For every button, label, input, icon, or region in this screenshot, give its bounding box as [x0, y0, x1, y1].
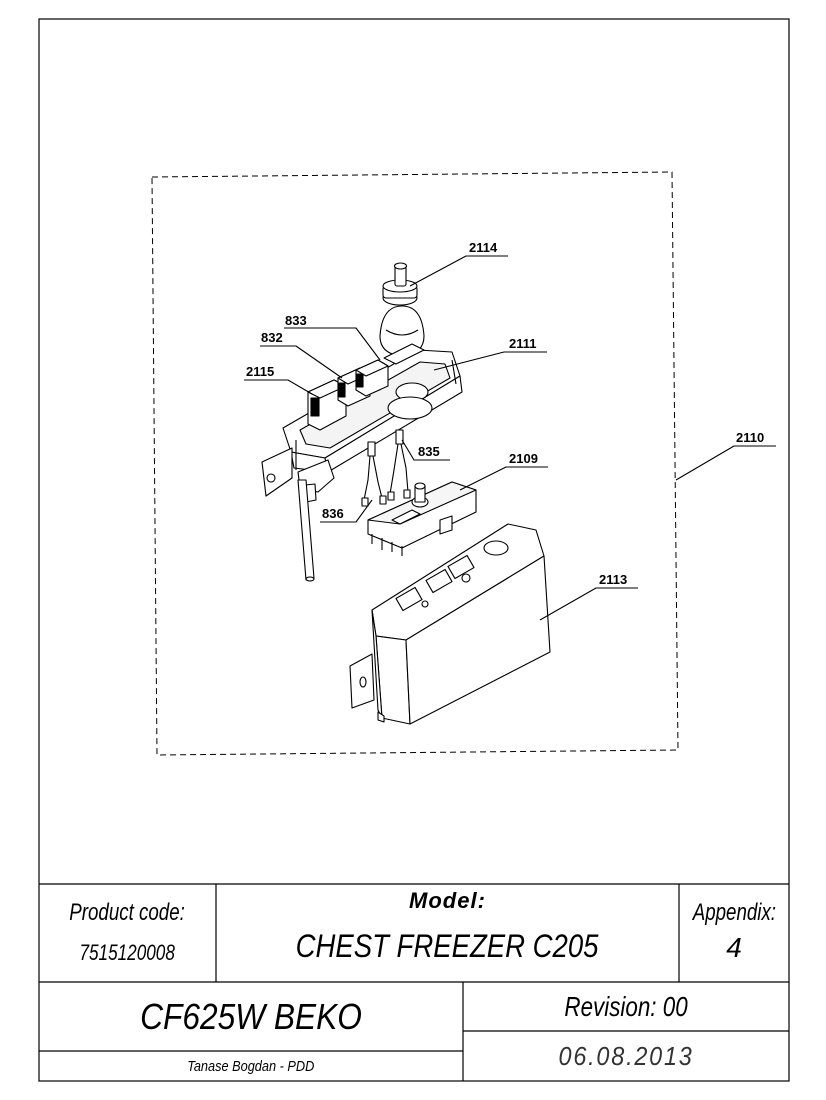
- control-housing: [261, 349, 463, 582]
- thermostat-knob: [379, 262, 425, 357]
- date: 06.08.2013: [558, 1041, 694, 1071]
- revision: Revision: 00: [564, 991, 688, 1022]
- callout-labels: 2114 833 832 2111 2115 2110 835 2109 836…: [246, 240, 764, 587]
- callout-2115: 2115: [246, 364, 274, 379]
- callout-2113: 2113: [599, 572, 627, 587]
- author-cell: Tanase Bogdan - PDD: [39, 1053, 463, 1079]
- callout-2114: 2114: [469, 240, 498, 255]
- model-label: Model:: [409, 888, 486, 913]
- switch-buttons: [307, 343, 425, 431]
- revision-cell: Revision: 00: [463, 988, 789, 1026]
- appendix-value: 4: [726, 932, 742, 963]
- callout-835: 835: [418, 444, 440, 459]
- lamp-wires: [361, 429, 411, 507]
- callout-836: 836: [322, 506, 344, 521]
- date-cell: 06.08.2013: [463, 1037, 789, 1075]
- brand-model: CF625W BEKO: [140, 996, 362, 1037]
- product-code-label: Product code:: [69, 899, 186, 926]
- sheet-border: [38, 18, 790, 1082]
- appendix-label: Appendix:: [692, 899, 776, 926]
- callout-833: 833: [285, 313, 307, 328]
- product-code-value: 7515120008: [79, 940, 176, 965]
- brand-model-cell: CF625W BEKO: [39, 994, 463, 1040]
- exploded-parts-drawing: [244, 255, 776, 725]
- assembly-boundary: [151, 171, 679, 756]
- callout-2110: 2110: [736, 430, 764, 445]
- title-block-grid: [39, 883, 789, 1081]
- model-value-cell: CHEST FREEZER C205: [216, 926, 679, 966]
- product-code-label-cell: Product code:: [39, 898, 216, 928]
- appendix-label-cell: Appendix:: [679, 898, 789, 928]
- control-box-housing: [349, 523, 551, 725]
- author: Tanase Bogdan - PDD: [187, 1057, 315, 1075]
- model-label-cell: Model:: [216, 888, 679, 914]
- callout-2111: 2111: [509, 336, 537, 351]
- callout-832: 832: [261, 330, 283, 345]
- callout-leaders: [244, 255, 776, 621]
- callout-2109: 2109: [509, 451, 538, 466]
- appendix-value-cell: 4: [679, 932, 789, 964]
- product-code-value-cell: 7515120008: [39, 938, 216, 968]
- model-value: CHEST FREEZER C205: [296, 928, 599, 964]
- thermostat-board: [367, 481, 477, 556]
